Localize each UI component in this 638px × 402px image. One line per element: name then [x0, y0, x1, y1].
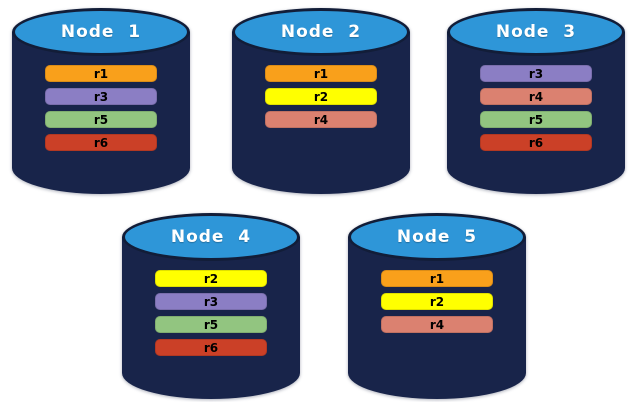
node-cylinder-5: Node 5 r1 r2 r4 — [348, 213, 526, 399]
replica-bar-r6: r6 — [155, 339, 267, 356]
replica-bar-r6: r6 — [480, 134, 592, 151]
replica-bar-r1: r1 — [45, 65, 157, 82]
replica-bar-r4: r4 — [381, 316, 493, 333]
node-label: Node 1 — [60, 22, 142, 42]
replica-list: r2 r3 r5 r6 — [122, 270, 300, 356]
replica-bar-r6: r6 — [45, 134, 157, 151]
replica-bar-r4: r4 — [265, 111, 377, 128]
replica-list: r1 r2 r4 — [348, 270, 526, 333]
replica-bar-r3: r3 — [155, 293, 267, 310]
replica-bar-r2: r2 — [155, 270, 267, 287]
replica-bar-r3: r3 — [480, 65, 592, 82]
node-label: Node 2 — [280, 22, 362, 42]
replica-bar-r2: r2 — [265, 88, 377, 105]
replica-bar-r5: r5 — [45, 111, 157, 128]
node-cylinder-3: Node 3 r3 r4 r5 r6 — [447, 8, 625, 194]
cylinder-top: Node 3 — [447, 8, 625, 56]
replica-bar-r1: r1 — [265, 65, 377, 82]
replica-bar-r1: r1 — [381, 270, 493, 287]
cylinder-top: Node 4 — [122, 213, 300, 261]
node-label: Node 5 — [396, 227, 478, 247]
node-cylinder-1: Node 1 r1 r3 r5 r6 — [12, 8, 190, 194]
node-label: Node 4 — [170, 227, 252, 247]
node-cylinder-2: Node 2 r1 r2 r4 — [232, 8, 410, 194]
node-label: Node 3 — [495, 22, 577, 42]
replica-list: r1 r2 r4 — [232, 65, 410, 128]
cylinder-top: Node 5 — [348, 213, 526, 261]
cylinder-top: Node 2 — [232, 8, 410, 56]
replica-bar-r5: r5 — [480, 111, 592, 128]
node-cylinder-4: Node 4 r2 r3 r5 r6 — [122, 213, 300, 399]
replica-bar-r4: r4 — [480, 88, 592, 105]
replica-list: r3 r4 r5 r6 — [447, 65, 625, 151]
cylinder-top: Node 1 — [12, 8, 190, 56]
replica-bar-r3: r3 — [45, 88, 157, 105]
replica-bar-r2: r2 — [381, 293, 493, 310]
replica-list: r1 r3 r5 r6 — [12, 65, 190, 151]
replica-bar-r5: r5 — [155, 316, 267, 333]
